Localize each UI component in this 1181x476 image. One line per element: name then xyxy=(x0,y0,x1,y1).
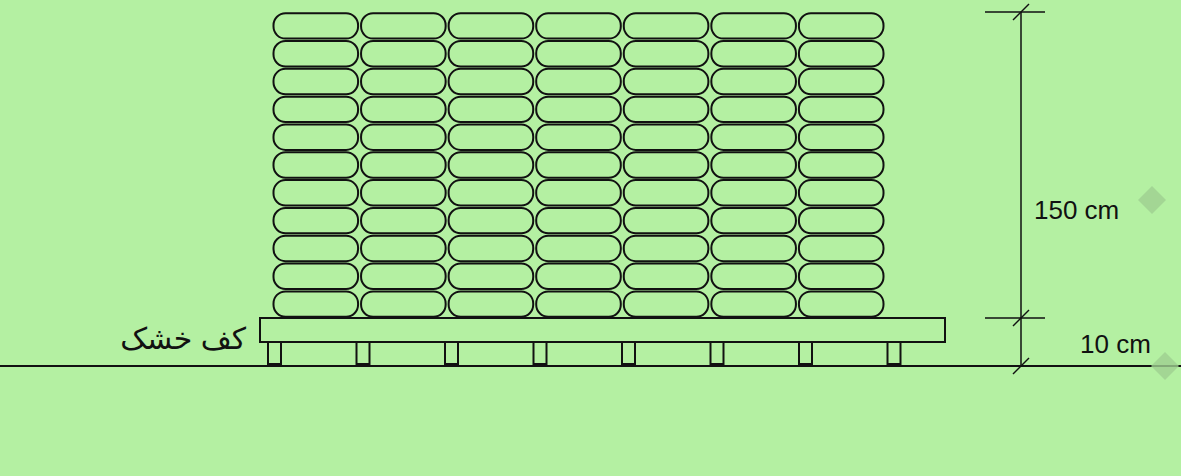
sack xyxy=(361,13,446,38)
sack xyxy=(449,264,534,289)
pallet-leg xyxy=(445,342,458,364)
sack xyxy=(449,152,534,177)
sack xyxy=(624,180,709,205)
sack xyxy=(449,180,534,205)
sack xyxy=(449,13,534,38)
sack xyxy=(536,236,621,261)
sack xyxy=(274,13,359,38)
sack xyxy=(536,13,621,38)
dimension-label: 10 cm xyxy=(1080,330,1151,359)
pallet-leg xyxy=(268,342,281,364)
sack xyxy=(361,69,446,94)
sack xyxy=(361,264,446,289)
sack xyxy=(536,208,621,233)
sack xyxy=(711,69,796,94)
sack xyxy=(624,208,709,233)
pallet-leg xyxy=(799,342,812,364)
sack xyxy=(799,41,884,66)
sack xyxy=(361,124,446,149)
sack xyxy=(711,264,796,289)
sack xyxy=(536,180,621,205)
dimension-label: 150 cm xyxy=(1034,196,1119,225)
sack xyxy=(274,208,359,233)
sack xyxy=(624,291,709,316)
sack xyxy=(449,291,534,316)
sack xyxy=(361,208,446,233)
sack xyxy=(624,124,709,149)
sack xyxy=(711,180,796,205)
ground-line xyxy=(0,365,1181,367)
sack xyxy=(536,152,621,177)
pallet-leg xyxy=(888,342,901,364)
sack xyxy=(274,69,359,94)
sack xyxy=(624,264,709,289)
sack xyxy=(274,264,359,289)
sack xyxy=(536,69,621,94)
sack xyxy=(799,236,884,261)
sack xyxy=(361,97,446,122)
sack xyxy=(799,124,884,149)
sack-stack xyxy=(274,13,884,317)
sack xyxy=(361,236,446,261)
sack xyxy=(799,208,884,233)
sack xyxy=(711,124,796,149)
sack xyxy=(799,152,884,177)
sack xyxy=(274,180,359,205)
sack xyxy=(361,152,446,177)
sack xyxy=(449,208,534,233)
pallet-leg xyxy=(357,342,370,364)
sack xyxy=(799,97,884,122)
sack xyxy=(624,41,709,66)
sack xyxy=(711,41,796,66)
sack xyxy=(361,180,446,205)
sack xyxy=(624,69,709,94)
sack xyxy=(274,97,359,122)
floor-label: کف خشک xyxy=(120,322,246,355)
pallet-leg xyxy=(711,342,724,364)
sack xyxy=(274,291,359,316)
pallet-leg xyxy=(622,342,635,364)
sack xyxy=(449,236,534,261)
sack xyxy=(624,97,709,122)
sack xyxy=(536,264,621,289)
sack xyxy=(361,291,446,316)
sack xyxy=(536,97,621,122)
sack xyxy=(361,41,446,66)
sack xyxy=(449,97,534,122)
pallet-board xyxy=(260,318,945,342)
sack xyxy=(449,41,534,66)
sack xyxy=(536,124,621,149)
sack xyxy=(799,180,884,205)
sack xyxy=(624,152,709,177)
sack xyxy=(274,236,359,261)
sack xyxy=(799,291,884,316)
sack xyxy=(711,291,796,316)
sack xyxy=(711,236,796,261)
sack xyxy=(624,236,709,261)
sack xyxy=(624,13,709,38)
pallet-leg xyxy=(534,342,547,364)
sack xyxy=(536,41,621,66)
pallet-legs xyxy=(268,342,901,364)
sack xyxy=(799,69,884,94)
sack xyxy=(711,208,796,233)
sack xyxy=(799,13,884,38)
sack xyxy=(449,124,534,149)
sack xyxy=(449,69,534,94)
sack xyxy=(274,124,359,149)
sack xyxy=(274,41,359,66)
sack xyxy=(274,152,359,177)
sack xyxy=(536,291,621,316)
sack xyxy=(711,152,796,177)
sack xyxy=(711,13,796,38)
sack xyxy=(711,97,796,122)
sack xyxy=(799,264,884,289)
dimension-lines xyxy=(985,4,1045,374)
